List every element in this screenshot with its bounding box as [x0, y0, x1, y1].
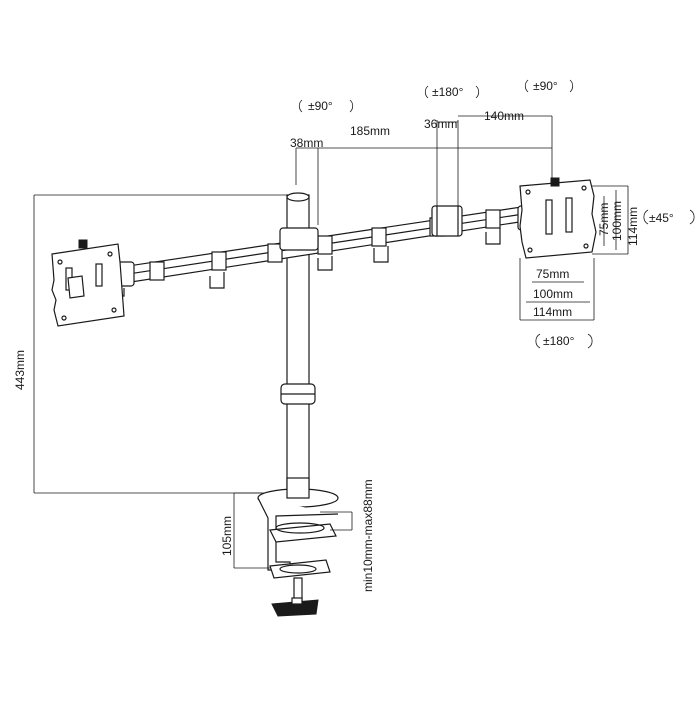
vesa-dimensions: 75mm 100mm 114mm 75mm 100mm 114mm — [519, 185, 640, 321]
rotation-left: ±90° — [298, 99, 354, 113]
clamp-height-label: 105mm — [220, 516, 234, 556]
rotation-right: ±90° — [524, 79, 574, 93]
rotation-middle-label: ±180° — [432, 85, 464, 99]
dim-140mm: 140mm — [484, 109, 524, 123]
vesa-h-114: 114mm — [626, 207, 640, 246]
left-vesa-plate — [51, 239, 125, 327]
rotation-right-label: ±90° — [533, 79, 558, 93]
dim-36mm: 36mm — [424, 117, 457, 131]
clamp-dimensions: 105mm min10mm-max88mm — [220, 479, 375, 592]
height-dimension: 443mm — [13, 194, 290, 494]
vesa-w-75: 75mm — [536, 267, 569, 281]
rotation-bottom: ±180° — [535, 333, 593, 349]
rotation-side: ±45° — [643, 209, 695, 225]
rotation-left-label: ±90° — [308, 99, 333, 113]
vesa-h-100: 100mm — [610, 201, 624, 241]
rotation-middle: ±180° — [424, 85, 480, 99]
dim-38mm: 38mm — [290, 136, 323, 150]
desk-clamp — [257, 477, 339, 617]
dim-185mm: 185mm — [350, 124, 390, 138]
right-vesa-plate — [519, 177, 597, 259]
vesa-h-75: 75mm — [597, 203, 611, 236]
vesa-w-100: 100mm — [533, 287, 573, 301]
rotation-side-label: ±45° — [649, 211, 674, 225]
rotation-bottom-label: ±180° — [543, 334, 575, 348]
arm — [109, 205, 535, 297]
height-label: 443mm — [13, 350, 27, 390]
arm-dimension-line: 38mm 185mm 36mm 140mm — [290, 109, 553, 225]
desk-thickness-label: min10mm-max88mm — [361, 479, 375, 592]
vesa-w-114: 114mm — [533, 305, 572, 319]
